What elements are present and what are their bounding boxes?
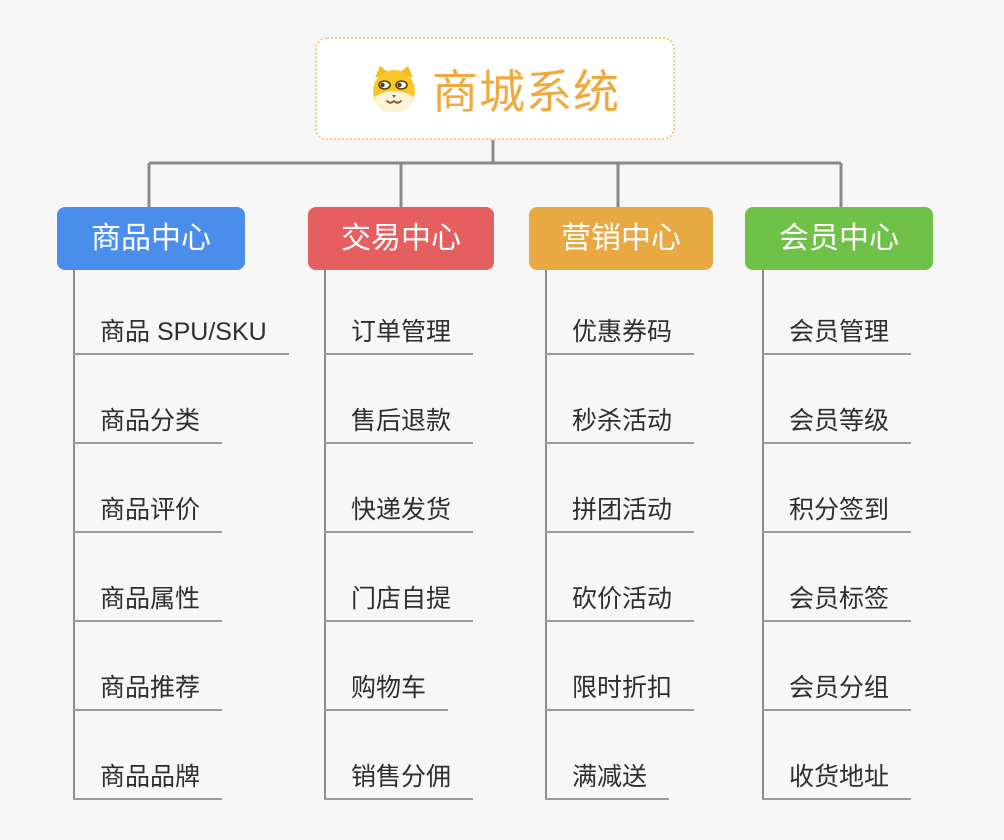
column-member-center: 会员管理 会员等级 积分签到 会员标签 会员分组 收货地址 xyxy=(762,270,1004,810)
leaf-item[interactable]: 会员标签 xyxy=(762,584,912,622)
leaf-item[interactable]: 积分签到 xyxy=(762,495,912,533)
leaf-item[interactable]: 满减送 xyxy=(545,762,670,800)
branch-label: 交易中心 xyxy=(341,222,461,255)
branch-trade-center[interactable]: 交易中心 xyxy=(308,207,494,270)
column-trade-center: 订单管理 售后退款 快递发货 门店自提 购物车 销售分佣 xyxy=(324,270,584,810)
leaf-item[interactable]: 秒杀活动 xyxy=(545,406,695,444)
root-title: 商城系统 xyxy=(432,65,620,118)
leaf-item[interactable]: 商品分类 xyxy=(73,406,223,444)
leaf-item[interactable]: 快递发货 xyxy=(324,495,474,533)
trunk-line xyxy=(73,270,75,800)
leaf-item[interactable]: 商品 SPU/SKU xyxy=(73,317,289,355)
leaf-item[interactable]: 订单管理 xyxy=(324,317,474,355)
branch-label: 营销中心 xyxy=(561,222,681,255)
leaf-item[interactable]: 门店自提 xyxy=(324,584,474,622)
leaf-item[interactable]: 会员等级 xyxy=(762,406,912,444)
leaf-item[interactable]: 优惠券码 xyxy=(545,317,695,355)
branch-label: 会员中心 xyxy=(779,222,899,255)
trunk-line xyxy=(762,270,764,800)
trunk-line xyxy=(324,270,326,800)
root-node-mall-system[interactable]: 商城系统 xyxy=(315,37,675,140)
leaf-item[interactable]: 商品评价 xyxy=(73,495,223,533)
leaf-item[interactable]: 收货地址 xyxy=(762,762,912,800)
leaf-item[interactable]: 商品推荐 xyxy=(73,673,223,711)
leaf-item[interactable]: 砍价活动 xyxy=(545,584,695,622)
branch-marketing-center[interactable]: 营销中心 xyxy=(529,207,713,270)
leaf-item[interactable]: 拼团活动 xyxy=(545,495,695,533)
branch-label: 商品中心 xyxy=(91,222,211,255)
trunk-line xyxy=(545,270,547,800)
leaf-item[interactable]: 购物车 xyxy=(324,673,449,711)
leaf-item[interactable]: 会员分组 xyxy=(762,673,912,711)
leaf-item[interactable]: 售后退款 xyxy=(324,406,474,444)
column-marketing-center: 优惠券码 秒杀活动 拼团活动 砍价活动 限时折扣 满减送 xyxy=(545,270,805,810)
dog-face-icon xyxy=(370,65,418,113)
leaf-item[interactable]: 销售分佣 xyxy=(324,762,474,800)
leaf-item[interactable]: 限时折扣 xyxy=(545,673,695,711)
leaf-item[interactable]: 商品属性 xyxy=(73,584,223,622)
column-product-center: 商品 SPU/SKU 商品分类 商品评价 商品属性 商品推荐 商品品牌 xyxy=(73,270,333,810)
branch-product-center[interactable]: 商品中心 xyxy=(57,207,245,270)
leaf-item[interactable]: 会员管理 xyxy=(762,317,912,355)
leaf-item[interactable]: 商品品牌 xyxy=(73,762,223,800)
branch-member-center[interactable]: 会员中心 xyxy=(745,207,933,270)
